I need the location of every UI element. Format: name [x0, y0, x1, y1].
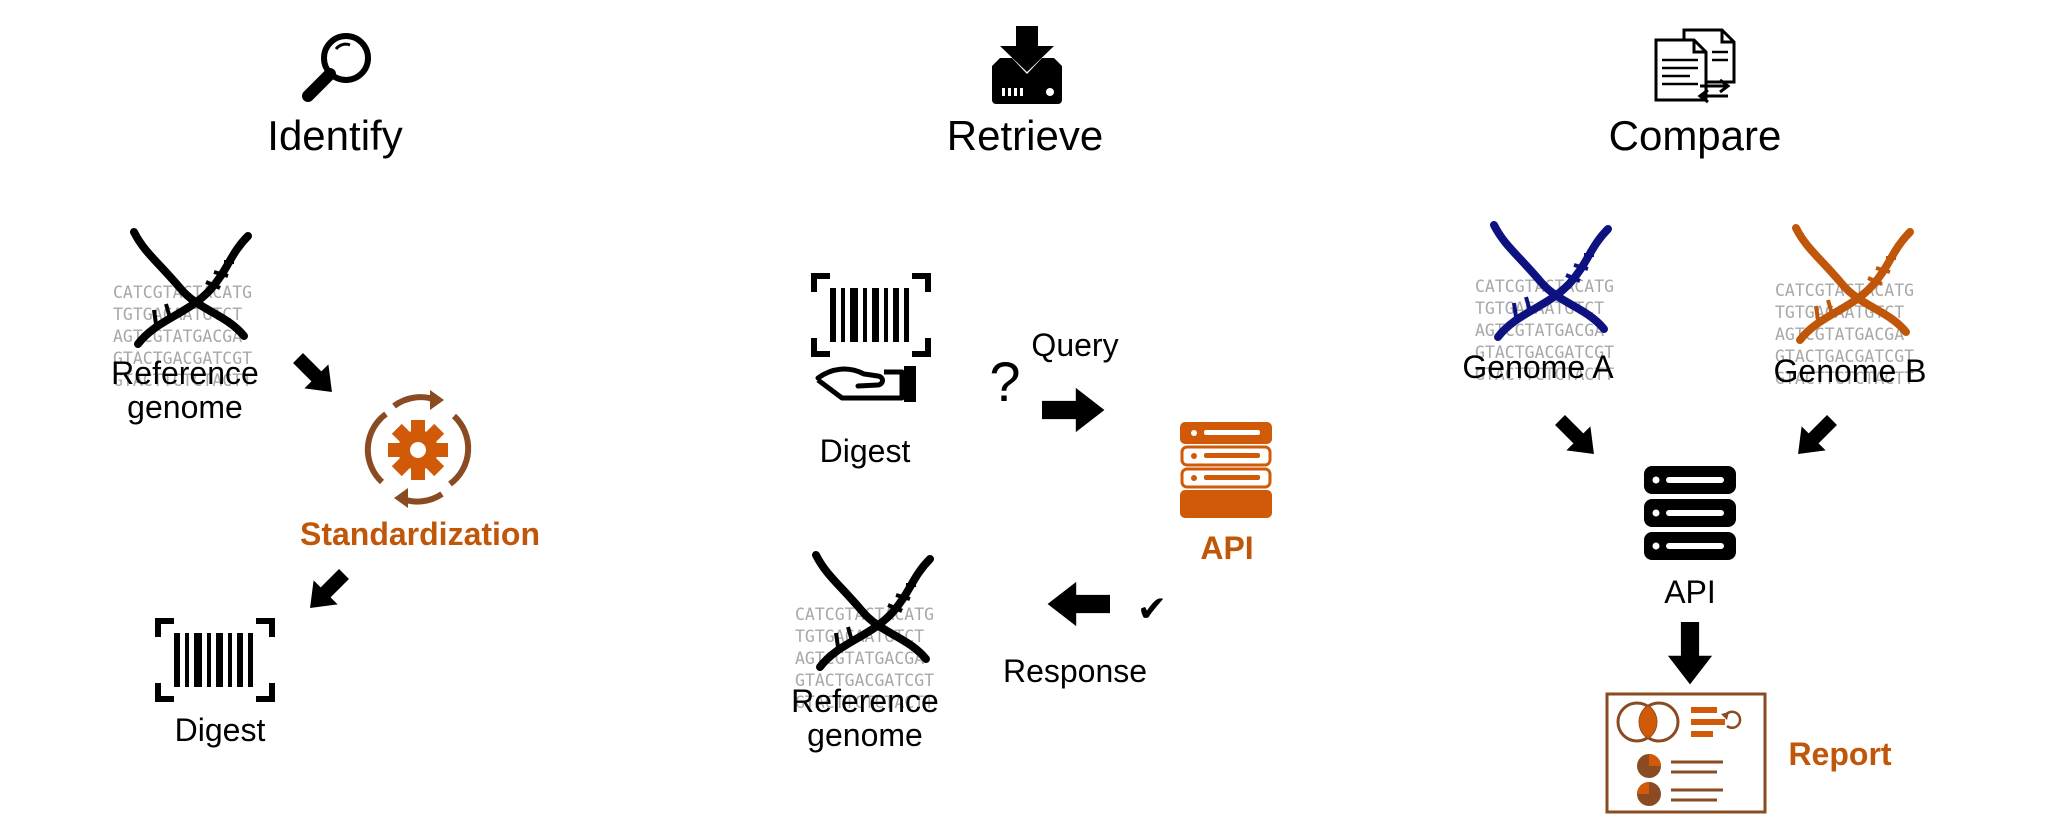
arrow-down-left-icon — [1786, 407, 1845, 466]
compare-api-label: API — [1664, 574, 1716, 610]
retrieve-api-label: API — [1200, 530, 1254, 566]
query-arrow-icon — [1042, 387, 1105, 433]
response-label: Response — [1002, 653, 1148, 689]
retrieve-title: Retrieve — [946, 112, 1104, 159]
arrow-down-left-icon — [298, 561, 357, 620]
standardization-label: Standardization — [299, 516, 540, 552]
report-icon — [1605, 692, 1767, 814]
question-mark: ? — [989, 350, 1021, 413]
identify-title: Identify — [267, 112, 403, 159]
genome-b-label: Genome B — [1773, 353, 1927, 389]
identify-digest-label: Digest — [174, 712, 266, 748]
arrow-down-icon — [1667, 622, 1713, 685]
dna-icon — [126, 232, 252, 348]
digest-barcode-icon — [158, 621, 274, 701]
query-label: Query — [1031, 327, 1119, 363]
genome-a-label: Genome A — [1462, 349, 1614, 385]
compare-title: Compare — [1608, 112, 1782, 159]
dna-icon — [1486, 225, 1612, 341]
response-arrow-icon — [1047, 581, 1110, 627]
magnifier-icon — [302, 33, 371, 102]
compare-documents-icon — [1654, 28, 1736, 104]
dna-icon — [1788, 228, 1914, 344]
api-server-icon — [1644, 466, 1736, 560]
checkmark-icon: ✔ — [1136, 589, 1168, 630]
standardization-gear-icon — [364, 390, 472, 508]
arrow-down-right-icon — [285, 345, 344, 404]
report-label: Report — [1788, 736, 1892, 772]
arrow-down-right-icon — [1547, 407, 1606, 466]
digest-hand-barcode-icon — [814, 276, 930, 402]
retrieve-digest-label: Digest — [819, 433, 911, 469]
api-server-icon — [1180, 422, 1272, 518]
download-drive-icon — [992, 26, 1062, 104]
dna-icon — [808, 555, 934, 671]
